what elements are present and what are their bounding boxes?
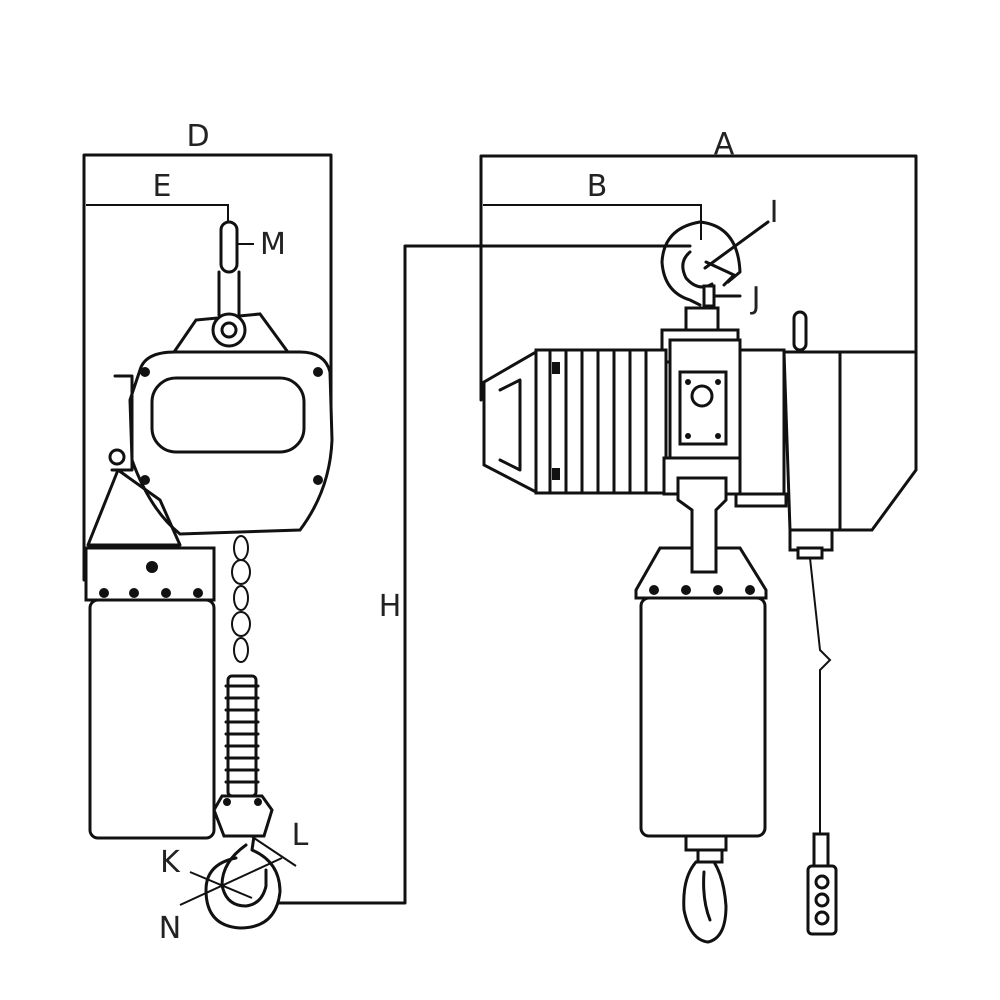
top-hook-eye — [219, 220, 239, 274]
front-chain-bag-top — [634, 546, 768, 600]
spring — [224, 674, 260, 798]
pendant-button-up — [814, 874, 830, 890]
label-E: E — [153, 169, 172, 204]
pendant-button-stop — [814, 910, 830, 926]
front-bottom-hook — [682, 860, 728, 944]
dimension-D-line — [82, 153, 333, 582]
pendant-cable — [809, 557, 832, 835]
chain-bag-top — [84, 546, 216, 602]
gearbox-cover — [782, 350, 918, 532]
top-hook — [660, 220, 702, 307]
pendant-button-down — [814, 892, 830, 908]
dimension-I-leader — [703, 220, 770, 270]
label-L: L — [292, 818, 309, 853]
front-chain-bag — [639, 596, 767, 838]
load-chain — [231, 535, 251, 663]
dimension-N-leader — [179, 857, 283, 906]
dimension-lines — [82, 153, 918, 906]
label-M: M — [260, 227, 286, 262]
hoist-front-view — [482, 220, 918, 944]
dimension-B-line — [483, 204, 702, 240]
label-J: J — [750, 281, 761, 316]
dimension-E-line — [86, 204, 229, 225]
label-H: H — [379, 589, 402, 624]
bottom-hook — [204, 834, 282, 930]
label-N: N — [159, 911, 181, 946]
label-D: D — [186, 119, 209, 154]
chain-bag — [88, 598, 216, 840]
label-B: B — [587, 169, 608, 204]
dimension-H-line — [276, 244, 692, 905]
body-window — [150, 376, 306, 454]
dimension-A-line — [479, 154, 918, 402]
label-A: A — [714, 127, 735, 162]
dimension-labels: D E M A B I J H K L N — [153, 119, 779, 946]
motor-endcap — [482, 349, 538, 495]
motor-fins — [548, 350, 648, 494]
label-I: I — [770, 195, 779, 230]
hoist-side-view — [84, 220, 334, 930]
label-K: K — [160, 845, 181, 880]
hook-block — [212, 794, 274, 838]
